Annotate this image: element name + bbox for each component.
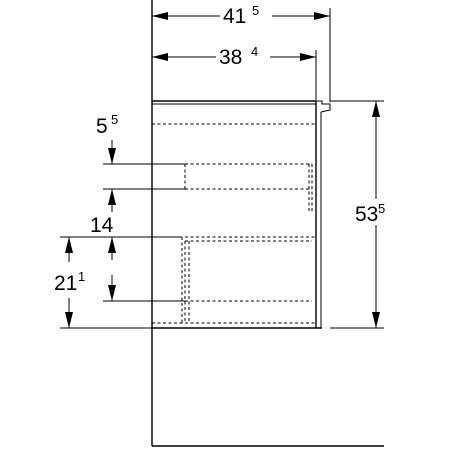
top-gap-value: 5 <box>96 115 108 138</box>
dimension-total-height <box>330 100 397 329</box>
left-extension-lines <box>60 163 185 329</box>
top-width-decimal: 5 <box>252 3 259 18</box>
bottom-height-decimal: 1 <box>78 269 85 284</box>
drawer-spacing-value: 14 <box>90 214 114 237</box>
total-height-value: 53 <box>355 203 378 226</box>
hidden-drawer-lines <box>152 123 316 324</box>
dimension-inner-width <box>152 44 317 100</box>
top-width-value: 41 <box>223 5 246 28</box>
dimension-top-width <box>152 3 331 102</box>
total-height-decimal: 5 <box>378 201 385 216</box>
cabinet-outline <box>152 100 331 329</box>
inner-width-value: 38 <box>219 46 242 69</box>
dimension-top-gap <box>108 140 116 164</box>
dimension-drawer-spacing <box>108 189 116 260</box>
bottom-height-value: 21 <box>54 272 77 295</box>
dimension-bottom-height <box>65 237 116 328</box>
inner-width-decimal: 4 <box>251 44 258 59</box>
top-gap-decimal: 5 <box>111 112 118 127</box>
